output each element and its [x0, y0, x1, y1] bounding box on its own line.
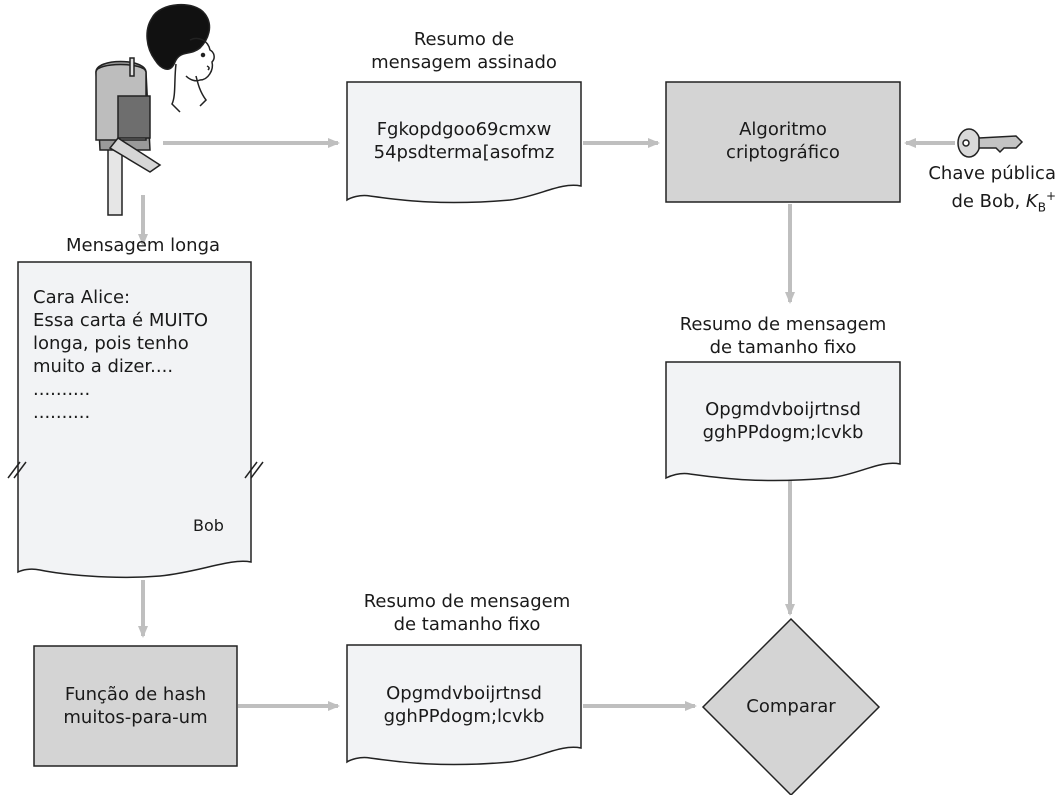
public-key-line2: de Bob, KB+ [922, 185, 1056, 220]
digest-bottom-document [346, 644, 582, 766]
long-message-title: Mensagem longa [65, 235, 221, 256]
digest-bottom-text-line1: Opgmdvboijrtnsd [386, 683, 542, 704]
digest-bottom-text: Opgmdvboijrtnsd gghPPdogm;lcvkb [347, 682, 581, 728]
hash-function-label: Função de hash muitos-para-um [34, 683, 237, 729]
digest-top-text: Opgmdvboijrtnsd gghPPdogm;lcvkb [666, 398, 900, 444]
signed-digest-title-line1: Resumo de [413, 29, 515, 50]
mailbox-icon [95, 57, 162, 216]
signed-digest-title: Resumo de mensagem assinado [364, 28, 564, 74]
signed-digest-title-line2: mensagem assinado [371, 52, 557, 73]
long-message-signature: Bob [193, 516, 224, 535]
crypto-algorithm-line1: Algoritmo [739, 119, 827, 140]
signed-digest-text-line1: Fgkopdgoo69cmxw [376, 119, 552, 140]
digest-top-title: Resumo de mensagem de tamanho fixo [666, 313, 900, 359]
digest-bottom-title-line1: Resumo de mensagem [363, 591, 571, 612]
digest-bottom-title-line2: de tamanho fixo [393, 614, 541, 635]
public-key-line2-prefix: de Bob, [951, 191, 1026, 212]
compare-label: Comparar [746, 696, 836, 717]
digest-top-document [665, 361, 901, 482]
arrows [138, 138, 955, 711]
long-message-text: Cara Alice: Essa carta é MUITO longa, po… [33, 287, 208, 423]
crypto-algorithm-label: Algoritmo criptográfico [666, 118, 900, 164]
signed-digest-document [346, 81, 582, 204]
public-key-superscript: + [1045, 189, 1056, 203]
public-key-symbol: K [1025, 191, 1038, 212]
digest-bottom-title: Resumo de mensagem de tamanho fixo [347, 590, 587, 636]
digest-top-text-line1: Opgmdvboijrtnsd [705, 399, 861, 420]
crypto-algorithm-line2: criptográfico [726, 142, 840, 163]
key-icon [957, 128, 1024, 158]
public-key-line1: Chave pública [928, 163, 1056, 184]
digest-top-title-line1: Resumo de mensagem [679, 314, 887, 335]
alice-icon [146, 3, 215, 113]
digest-bottom-text-line2: gghPPdogm;lcvkb [383, 706, 545, 727]
signed-digest-text: Fgkopdgoo69cmxw 54psdterma[asofmz [347, 118, 581, 164]
hash-function-box [33, 645, 238, 767]
signed-digest-text-line2: 54psdterma[asofmz [373, 142, 555, 163]
compare-diamond [701, 617, 881, 795]
long-message-document [17, 261, 252, 579]
crypto-algorithm-box [665, 81, 901, 203]
page-break-marks [7, 461, 264, 479]
hash-function-line2: muitos-para-um [63, 707, 208, 728]
public-key-subscript: B [1037, 200, 1046, 215]
digest-top-text-line2: gghPPdogm;lcvkb [702, 422, 864, 443]
public-key-label: Chave pública de Bob, KB+ [922, 162, 1056, 220]
hash-function-line1: Função de hash [64, 684, 207, 705]
digest-top-title-line2: de tamanho fixo [709, 337, 857, 358]
